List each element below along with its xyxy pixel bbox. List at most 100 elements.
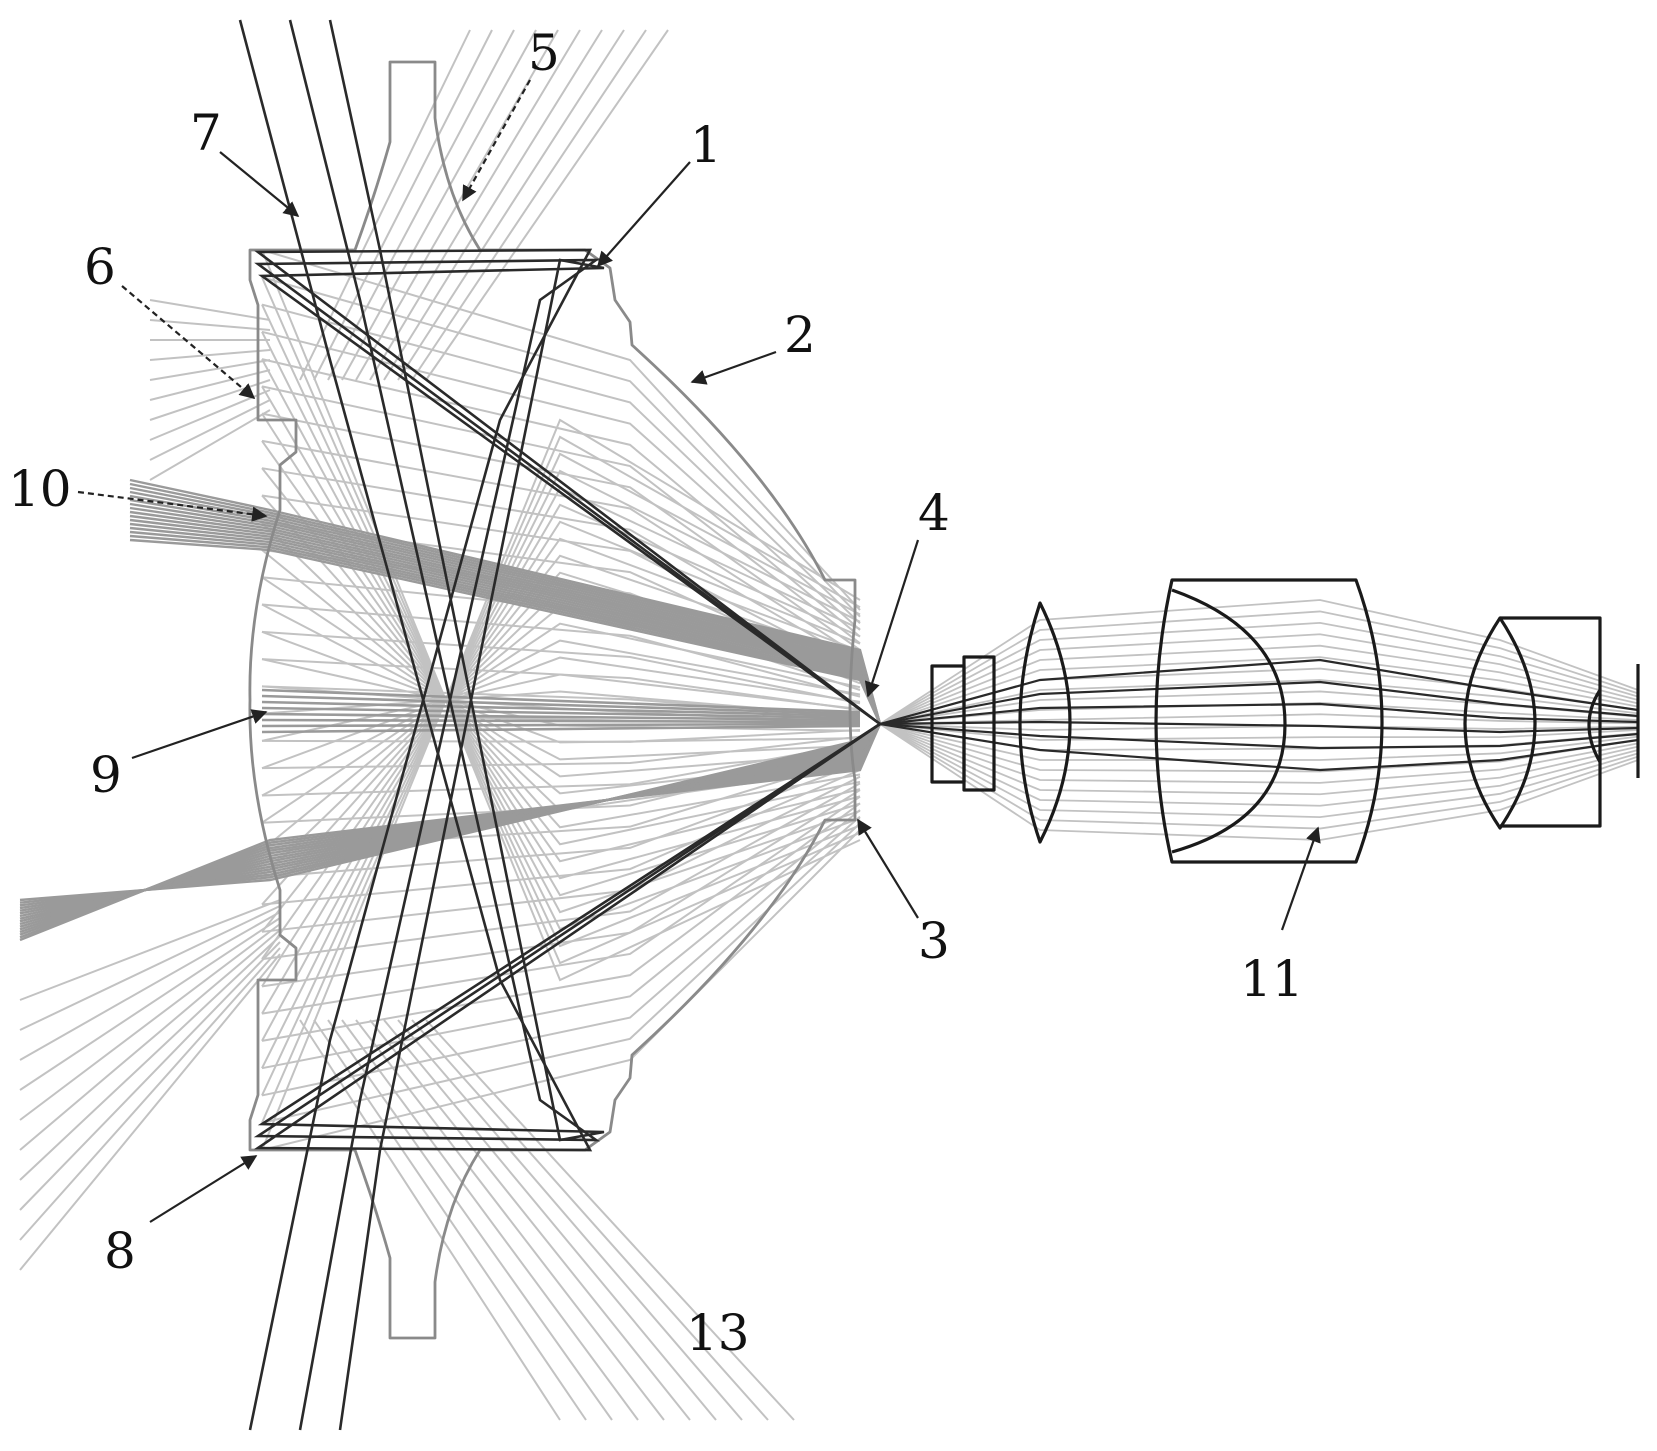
light-ray [355,1019,665,1421]
light-ray [19,941,281,1211]
label-10: 10 [8,460,72,518]
light-ray [19,947,281,1241]
relay-ray [879,610,1639,725]
leader-2 [690,350,777,385]
principal-ray [257,19,881,1142]
light-ray [261,439,861,658]
light-ray [261,822,861,1124]
leader-3 [857,818,919,919]
label-6: 6 [84,238,116,296]
leader-7 [219,151,300,217]
part-labels: 1 2 3 4 5 6 7 8 9 10 11 13 [8,24,1304,1362]
light-ray [261,304,861,948]
relay-ray [879,599,1639,725]
relay-element-d-surface [1171,588,1287,854]
light-ray [19,911,281,1061]
light-ray [341,29,537,381]
light-ray [19,935,281,1181]
light-ray [149,409,271,481]
label-13: 13 [686,1304,750,1362]
leader-4 [864,539,920,698]
relay-ray [879,723,1639,784]
light-ray [149,299,271,321]
light-ray [411,1019,769,1421]
light-ray [261,494,861,671]
relay-ray [879,723,1639,807]
light-ray [425,29,669,381]
light-ray [261,576,861,778]
light-ray [383,29,603,381]
light-ray [261,467,861,665]
light-ray [411,29,647,381]
light-ray [261,735,861,770]
relay-ray [879,723,1639,761]
light-ray [261,303,861,625]
leader-1 [596,161,691,268]
light-ray [261,452,861,1096]
dark-ray-bundle [238,19,1639,1431]
relay-ray [879,679,1639,725]
principal-ray [254,258,881,1431]
relay-ray [879,713,1639,725]
light-ray [261,673,861,742]
label-5: 5 [528,24,560,82]
light-ray [261,276,861,965]
axial-ray [261,688,861,714]
light-ray [261,249,861,611]
label-3: 3 [918,912,950,970]
relay-principal-ray [879,702,1639,726]
light-ray [261,276,861,618]
leader-10 [77,490,268,522]
light-ray [19,917,281,1091]
light-ray [261,639,861,797]
label-1: 1 [690,116,722,174]
relay-element-c [1018,601,1072,844]
light-ray [149,359,271,381]
relay-ray [879,633,1639,725]
light-ray [261,762,861,879]
relay-element-b [962,655,996,792]
light-ray [149,369,271,401]
relay-principal-ray [879,722,1639,750]
axial-ray [261,706,861,720]
light-ray [261,249,861,982]
light-ray [149,349,271,361]
light-ray [397,1019,743,1421]
relay-ray [879,644,1639,725]
light-ray [261,815,861,1097]
light-ray [19,929,281,1151]
relay-principal-ray [879,720,1639,734]
leader-5 [462,79,531,202]
light-ray [369,1019,691,1421]
axial-ray [261,694,861,716]
light-ray [341,1019,639,1421]
relay-ray [879,723,1639,741]
light-ray [261,622,861,824]
light-ray [261,829,861,1151]
principal-ray [253,19,881,1142]
label-2: 2 [784,306,816,364]
light-ray [261,412,861,651]
relay-ray [879,701,1639,725]
light-ray [327,29,515,381]
light-ray [19,905,281,1031]
leader-lines [77,79,1321,1223]
light-ray [149,319,271,331]
axial-ray [261,718,861,724]
light-ray [19,899,281,1001]
light-ray [299,29,471,381]
light-ray [261,358,861,638]
light-ray [19,923,281,1121]
light-ray [299,1019,561,1421]
light-ray [19,953,281,1271]
principal-ray [258,258,881,1431]
relay-principal-ray [879,658,1639,726]
leader-9 [131,709,268,760]
label-11: 11 [1240,950,1304,1008]
relay-element-f [1500,616,1602,828]
light-ray [261,802,861,1042]
relay-element-d [1154,578,1384,864]
relay-element-e [1463,616,1537,830]
light-ray [261,494,861,829]
